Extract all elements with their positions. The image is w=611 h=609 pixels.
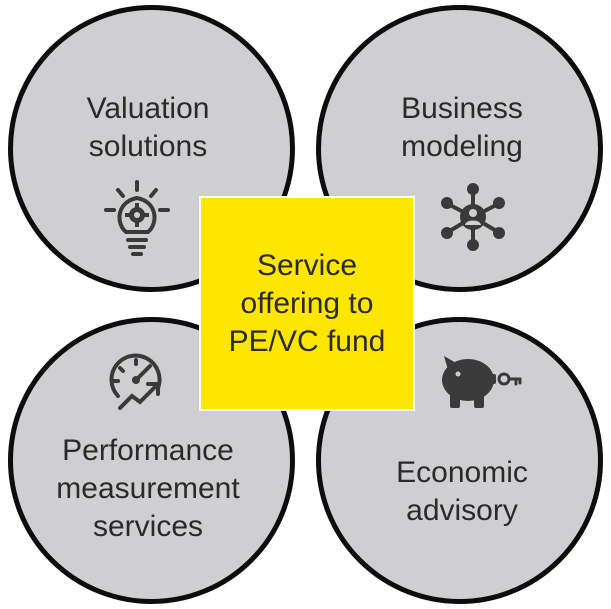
economic-advisory-label: Economic advisory: [396, 456, 528, 527]
center-label: Service offering to PE/VC fund: [228, 248, 386, 358]
performance-measurement-label: Performance measurement services: [56, 434, 240, 543]
valuation-solutions-circle: [8, 5, 295, 292]
center-box: Service offering to PE/VC fund: [199, 196, 415, 411]
valuation-solutions-label: Valuation solutions: [86, 92, 210, 163]
speedometer-trend-icon: [106, 348, 170, 412]
network-hub-icon: [440, 182, 506, 252]
business-modeling-label: Business modeling: [401, 92, 523, 163]
piggy-bank-icon: [438, 348, 522, 412]
lightbulb-gear-icon: [104, 180, 170, 258]
